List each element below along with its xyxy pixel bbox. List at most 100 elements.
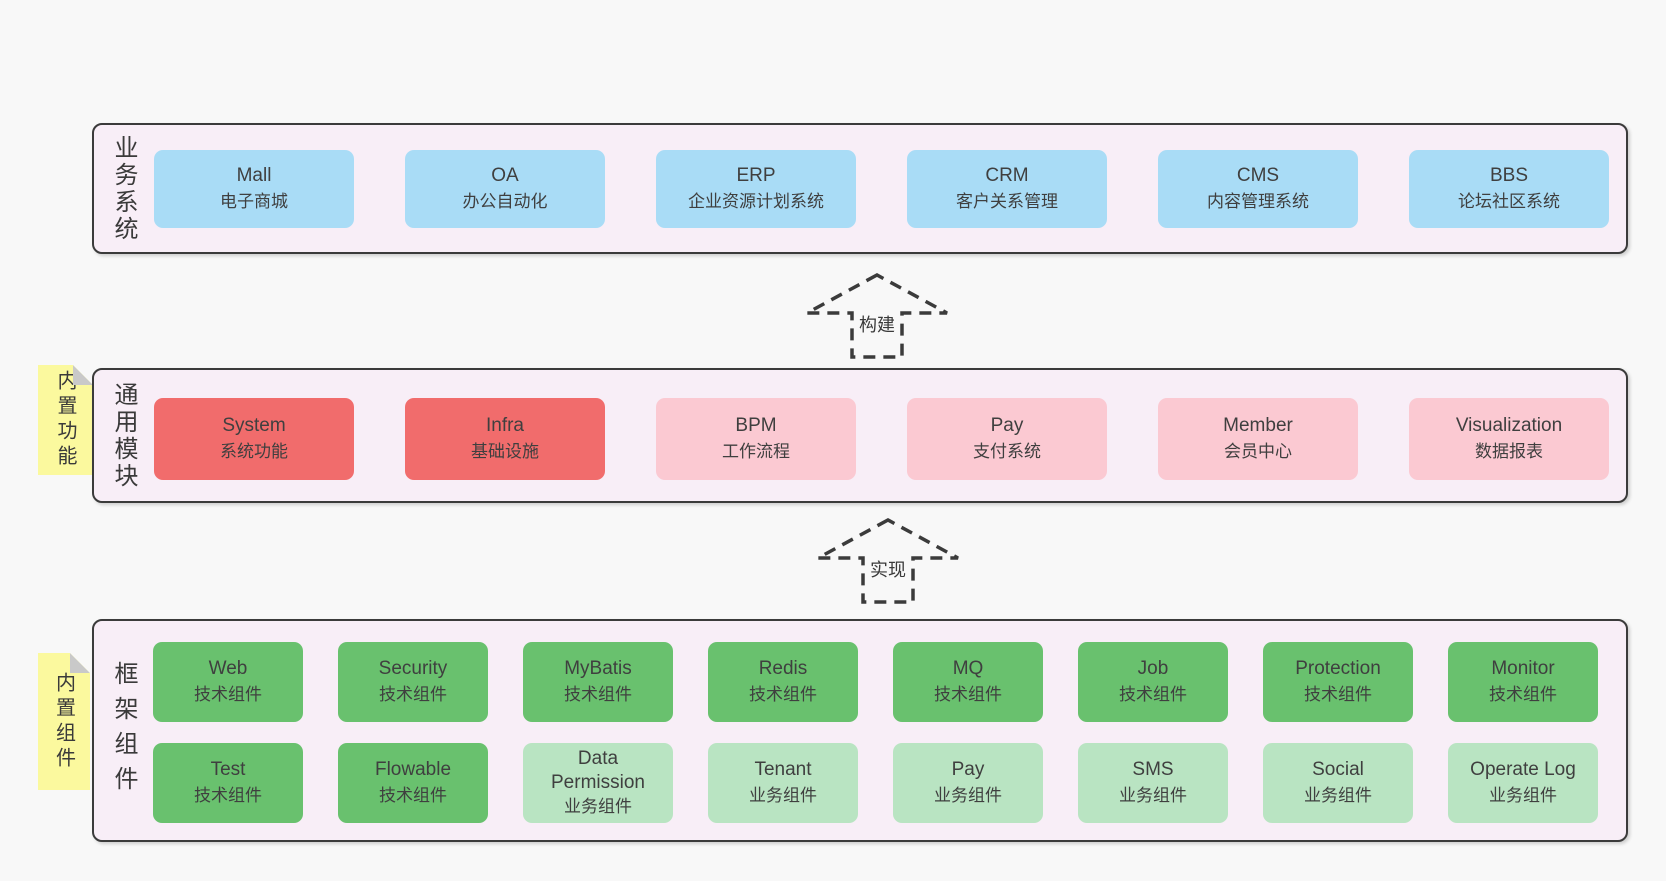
box-mall: Mall 电子商城 [154, 150, 354, 228]
section-common-modules: 通用模块 System 系统功能 Infra 基础设施 BPM 工作流程 Pay… [92, 368, 1628, 503]
box-title: Member [1223, 415, 1293, 436]
box-security: Security 技术组件 [338, 642, 488, 722]
box-title: BPM [735, 415, 777, 436]
box-title: Job [1137, 658, 1169, 679]
build-arrow: 构建 [804, 272, 950, 360]
box-title: Web [208, 658, 248, 679]
box-subtitle: 技术组件 [934, 685, 1002, 704]
box-title: Operate Log [1470, 759, 1576, 780]
box-title: Pay [951, 759, 985, 780]
box-pay-system: Pay 支付系统 [907, 398, 1107, 480]
sticky-note-builtin-features: 内置功能 [38, 365, 93, 475]
box-subtitle: 工作流程 [722, 442, 790, 461]
box-data-permission: Data Permission 业务组件 [523, 743, 673, 823]
box-subtitle: 支付系统 [973, 442, 1041, 461]
box-subtitle: 业务组件 [1304, 786, 1372, 805]
arrow-label-implement: 实现 [866, 556, 910, 582]
box-bbs: BBS 论坛社区系统 [1409, 150, 1609, 228]
box-subtitle: 技术组件 [1304, 685, 1372, 704]
sticky-note-builtin-components: 内置组件 [38, 653, 90, 790]
box-crm: CRM 客户关系管理 [907, 150, 1107, 228]
box-title: MQ [952, 658, 984, 679]
box-subtitle: 技术组件 [379, 786, 447, 805]
box-test: Test 技术组件 [153, 743, 303, 823]
box-subtitle: 业务组件 [1119, 786, 1187, 805]
box-subtitle: 技术组件 [379, 685, 447, 704]
box-subtitle: 办公自动化 [462, 192, 548, 211]
implement-arrow: 实现 [815, 517, 961, 605]
box-title: Pay [990, 415, 1024, 436]
box-title: SMS [1132, 759, 1174, 780]
box-subtitle: 技术组件 [564, 685, 632, 704]
box-protection: Protection 技术组件 [1263, 642, 1413, 722]
box-subtitle: 电子商城 [220, 192, 288, 211]
box-erp: ERP 企业资源计划系统 [656, 150, 856, 228]
box-subtitle: 企业资源计划系统 [688, 192, 824, 211]
sticky-label: 内置组件 [52, 671, 75, 772]
box-bpm: BPM 工作流程 [656, 398, 856, 480]
box-mq: MQ 技术组件 [893, 642, 1043, 722]
box-title: ERP [736, 165, 776, 186]
box-subtitle: 业务组件 [1489, 786, 1557, 805]
box-pay-component: Pay 业务组件 [893, 743, 1043, 823]
box-subtitle: 客户关系管理 [956, 192, 1058, 211]
box-subtitle: 技术组件 [194, 786, 262, 805]
arrow-label-build: 构建 [855, 311, 899, 337]
fold-corner [70, 653, 90, 673]
box-subtitle: 数据报表 [1475, 442, 1543, 461]
section-framework-components: 框架组件 Web 技术组件 Security 技术组件 MyBatis 技术组件… [92, 619, 1628, 842]
box-title: Monitor [1491, 658, 1555, 679]
box-infra: Infra 基础设施 [405, 398, 605, 480]
box-sms: SMS 业务组件 [1078, 743, 1228, 823]
fold-corner [73, 365, 93, 385]
box-title: MyBatis [564, 658, 632, 679]
box-subtitle: 会员中心 [1224, 442, 1292, 461]
box-title: Data Permission [551, 748, 645, 793]
sticky-label: 内置功能 [54, 370, 76, 470]
box-subtitle: 业务组件 [564, 797, 632, 816]
box-title: Security [378, 658, 448, 679]
box-title: Infra [485, 415, 525, 436]
box-mybatis: MyBatis 技术组件 [523, 642, 673, 722]
box-subtitle: 系统功能 [220, 442, 288, 461]
box-subtitle: 业务组件 [749, 786, 817, 805]
box-title: Protection [1295, 658, 1381, 679]
section-label-modules: 通用模块 [110, 381, 137, 490]
box-cms: CMS 内容管理系统 [1158, 150, 1358, 228]
box-title: Mall [236, 165, 272, 186]
box-flowable: Flowable 技术组件 [338, 743, 488, 823]
section-business-systems: 业务系统 Mall 电子商城 OA 办公自动化 ERP 企业资源计划系统 CRM… [92, 123, 1628, 254]
box-title: OA [491, 165, 519, 186]
section-label-business: 业务系统 [110, 134, 137, 243]
box-title: BBS [1489, 165, 1529, 186]
box-visualization: Visualization 数据报表 [1409, 398, 1609, 480]
box-title: Tenant [754, 759, 812, 780]
box-subtitle: 技术组件 [749, 685, 817, 704]
box-title: Test [210, 759, 246, 780]
box-operate-log: Operate Log 业务组件 [1448, 743, 1598, 823]
box-redis: Redis 技术组件 [708, 642, 858, 722]
box-web: Web 技术组件 [153, 642, 303, 722]
box-system: System 系统功能 [154, 398, 354, 480]
box-subtitle: 技术组件 [1119, 685, 1187, 704]
box-subtitle: 业务组件 [934, 786, 1002, 805]
section-label-components: 框架组件 [110, 660, 137, 801]
box-job: Job 技术组件 [1078, 642, 1228, 722]
box-subtitle: 技术组件 [1489, 685, 1557, 704]
box-title: System [222, 415, 286, 436]
box-subtitle: 技术组件 [194, 685, 262, 704]
dashed-up-arrow-icon [817, 518, 959, 604]
box-title: Visualization [1455, 415, 1563, 436]
box-title: Flowable [374, 759, 452, 780]
box-social: Social 业务组件 [1263, 743, 1413, 823]
box-title: Social [1312, 759, 1364, 780]
box-subtitle: 内容管理系统 [1207, 192, 1309, 211]
box-subtitle: 论坛社区系统 [1458, 192, 1560, 211]
box-monitor: Monitor 技术组件 [1448, 642, 1598, 722]
box-oa: OA 办公自动化 [405, 150, 605, 228]
dashed-up-arrow-icon [806, 273, 948, 359]
box-member: Member 会员中心 [1158, 398, 1358, 480]
box-tenant: Tenant 业务组件 [708, 743, 858, 823]
box-subtitle: 基础设施 [471, 442, 539, 461]
